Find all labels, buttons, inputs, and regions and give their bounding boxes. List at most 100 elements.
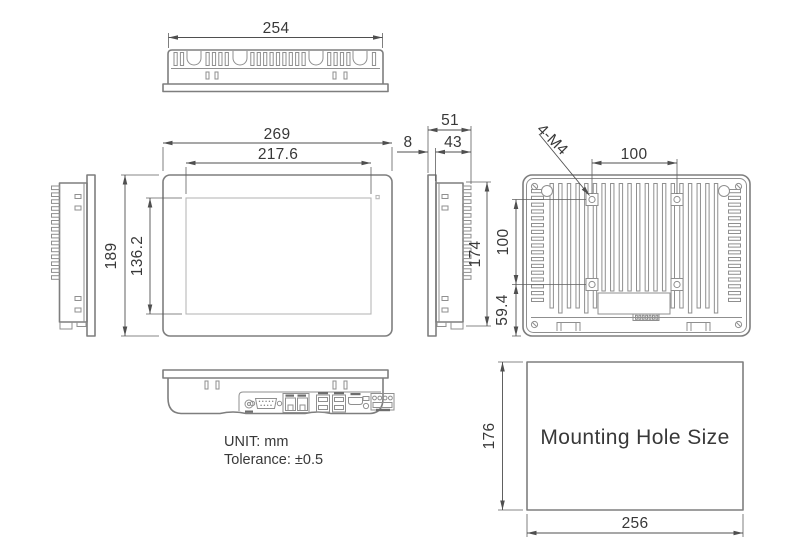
- audio-jack-label: [245, 410, 253, 413]
- terminal-row: [372, 402, 393, 408]
- vent-slot: [218, 52, 223, 66]
- fin-tooth: [462, 199, 472, 204]
- heatsink-fin: [705, 183, 710, 309]
- dim-body-depth: 43: [435, 134, 471, 181]
- hdmi-port: [348, 393, 363, 405]
- heatsink-fin: [679, 183, 684, 309]
- rear-vent-column-right: [728, 189, 741, 302]
- usb-stack-shell: [316, 394, 330, 413]
- heatsink-fin: [584, 183, 589, 314]
- fin-tooth: [51, 275, 60, 280]
- vesa-mount-holes: [585, 193, 684, 291]
- dim-vesa-width-label: 100: [621, 146, 648, 163]
- side-slot: [441, 194, 449, 199]
- dim-top-width-label: 254: [263, 20, 290, 37]
- vent-rung: [728, 263, 741, 268]
- rear-heatsink-fins: [549, 183, 719, 314]
- mounting-hole-view: Mounting Hole Size: [526, 361, 744, 511]
- audio-jack-ring: [244, 399, 254, 409]
- fin-tooth: [51, 213, 60, 218]
- vent-rung: [531, 236, 544, 241]
- terminal-screw: [377, 395, 383, 401]
- usb-label: [318, 392, 328, 395]
- dim-display-height-label: 136.2: [129, 236, 146, 276]
- top-bezel-flange: [162, 83, 389, 93]
- vent-rung: [728, 202, 741, 207]
- unit-note: UNIT: mm: [224, 434, 288, 450]
- side-slot: [74, 205, 82, 211]
- terminal-block: [370, 393, 395, 412]
- mounting-cutout-rect: [526, 361, 744, 511]
- vent-notch: [308, 51, 324, 66]
- top-slot: [214, 71, 219, 80]
- vesa-hole-pad: [670, 193, 684, 206]
- db9-pin: [265, 400, 267, 402]
- vent-rung: [531, 257, 544, 262]
- connector-tooth: [635, 314, 638, 320]
- dim-panel-height: 174: [466, 181, 491, 327]
- rear-inner-outline: [526, 178, 747, 333]
- left-heatsink-fins: [51, 185, 60, 280]
- vesa-hole-pad: [585, 278, 599, 291]
- vent-slot: [339, 52, 345, 66]
- light-sensor: [375, 194, 380, 200]
- hdmi-shell: [348, 397, 363, 405]
- vent-rung: [531, 195, 544, 201]
- vent-rung: [728, 209, 741, 214]
- bottom-slot: [215, 380, 220, 390]
- dim-bezel-depth-label: 8: [404, 134, 413, 151]
- db9-screw: [249, 400, 256, 407]
- bottom-slot: [343, 380, 348, 390]
- vent-slot: [263, 52, 268, 66]
- callout-mounting-screws: 4-M4: [533, 121, 590, 196]
- fin-tooth: [51, 261, 60, 266]
- connector-tooth: [641, 314, 645, 320]
- vent-slot: [288, 52, 293, 66]
- db9-pin: [267, 404, 269, 406]
- vesa-hole-pad: [585, 193, 599, 206]
- dim-front-width: 269: [162, 126, 393, 171]
- terminal-screws: [372, 395, 393, 401]
- heatsink-fin: [661, 183, 667, 292]
- fin-tooth: [462, 192, 472, 197]
- vent-rung: [728, 270, 741, 275]
- fin-tooth: [51, 192, 60, 197]
- screw-slot: [532, 184, 537, 189]
- vesa-hole: [673, 280, 681, 289]
- dim-total-depth-label: 51: [441, 112, 459, 129]
- display-area: [185, 197, 372, 315]
- front-outline: [162, 174, 393, 337]
- dc-jack-body: [362, 396, 370, 401]
- rear-label-plate: [597, 292, 671, 315]
- lan-port-1-label: [285, 394, 294, 397]
- heatsink-fin: [549, 183, 554, 309]
- usb-port: [334, 405, 344, 410]
- terminal-screw: [388, 395, 393, 401]
- terminal-label: [376, 408, 390, 412]
- heatsink-fin: [558, 183, 563, 314]
- heatsink-fin: [670, 183, 675, 309]
- heatsink-fin: [713, 183, 719, 314]
- fin-tooth: [462, 185, 472, 191]
- fin-tooth: [51, 199, 60, 204]
- fin-tooth: [51, 226, 60, 232]
- left-bottom-feet: [59, 322, 87, 330]
- vent-rung: [728, 297, 741, 302]
- vent-slot: [295, 52, 300, 66]
- vent-slot: [282, 52, 287, 66]
- right-body: [435, 182, 464, 323]
- lan-port-2-label: [297, 394, 306, 397]
- connector-tooth: [645, 314, 649, 320]
- fin-tooth: [51, 268, 60, 273]
- vent-slot: [173, 52, 178, 66]
- connector-tooth: [652, 314, 655, 320]
- vent-notch: [232, 51, 248, 66]
- vent-slot: [346, 52, 351, 66]
- dim-cutout-height-label: 176: [481, 423, 498, 450]
- drawing-notes: UNIT: mm Tolerance: ±0.5: [224, 434, 323, 468]
- heatsink-fin: [618, 183, 624, 292]
- connector-tooth: [655, 314, 659, 320]
- vesa-hole: [588, 195, 596, 204]
- heatsink-fin: [575, 183, 580, 309]
